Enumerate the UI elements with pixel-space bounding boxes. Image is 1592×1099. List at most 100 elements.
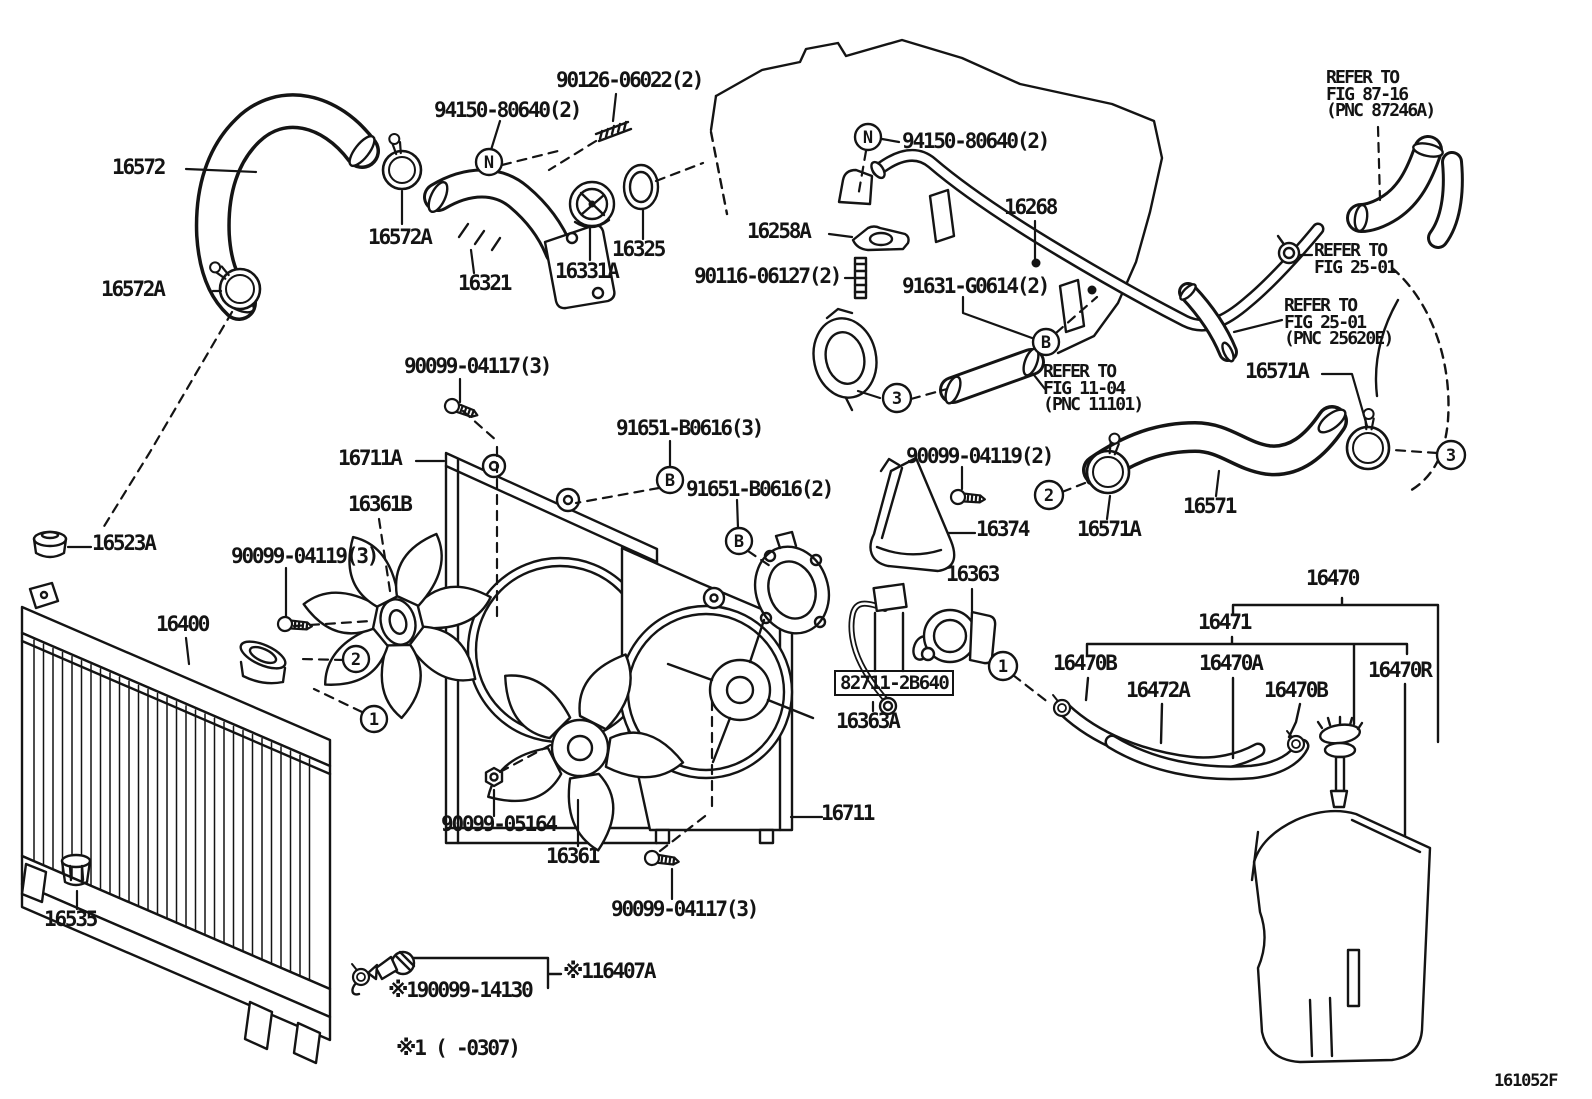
thermostat-16331a xyxy=(568,180,616,229)
engine-outline xyxy=(709,38,1450,494)
part-label-16325: 16325 xyxy=(612,237,666,261)
part-label-16374: 16374 xyxy=(976,517,1030,541)
svg-text:N: N xyxy=(863,128,873,148)
part-label-90116: 90116-06127(2) xyxy=(694,264,842,288)
motor-lead-wire-82711 xyxy=(848,582,908,716)
svg-text:3: 3 xyxy=(892,389,902,409)
svg-text:2: 2 xyxy=(1044,486,1054,506)
refer-note-fig-11-04: REFER TO FIG 11-04 (PNC 11101) xyxy=(1043,361,1144,415)
part-label-16572: 16572 xyxy=(112,155,166,179)
nut-90099-05164 xyxy=(484,766,504,788)
svg-text:B: B xyxy=(1041,333,1051,353)
part-label-94150-right: 94150-80640(2) xyxy=(902,129,1050,153)
svg-text:1: 1 xyxy=(998,657,1008,677)
part-label-16363: 16363 xyxy=(946,562,1000,586)
callout-3a: 3 xyxy=(881,382,913,414)
diagram-code: 161052F xyxy=(1494,1071,1558,1091)
callout-3b: 3 xyxy=(1435,439,1467,471)
part-label-16361b: 16361B xyxy=(348,492,413,516)
part-label-90099-04117-top: 90099-04117(3) xyxy=(404,354,552,378)
part-label-16471: 16471 xyxy=(1198,610,1252,634)
part-label-82711-boxed: 82711-2B640 xyxy=(834,670,955,696)
water-pump xyxy=(753,530,831,635)
part-label-16470b-left: 16470B xyxy=(1053,651,1118,675)
leader-lines xyxy=(66,92,1369,911)
part-label-16268: 16268 xyxy=(1004,195,1058,219)
part-label-16470a: 16470A xyxy=(1199,651,1264,675)
part-label-91651-3: 91651-B0616(3) xyxy=(616,416,764,440)
svg-text:1: 1 xyxy=(369,710,379,730)
hose-clamps xyxy=(209,133,1391,495)
part-label-16711a: 16711A xyxy=(338,446,403,470)
fan-shroud-funnel-16374 xyxy=(869,456,956,573)
radiator-cap-16523a xyxy=(32,530,68,559)
callout-2a: 2 xyxy=(341,644,371,674)
dashed-lines xyxy=(101,125,1439,853)
heater-hose-refer-87-16 xyxy=(1346,135,1464,249)
refer-note-fig-87-16: REFER TO FIG 87-16 (PNC 87246A) xyxy=(1326,67,1436,121)
stud-90116 xyxy=(853,256,868,300)
part-label-16470r: 16470R xyxy=(1368,658,1433,682)
callout-1a: 1 xyxy=(359,704,389,734)
part-label-16472a: 16472A xyxy=(1126,678,1191,702)
footnote-applicability: ※1 ( -0307) xyxy=(396,1036,521,1060)
svg-text:B: B xyxy=(665,471,675,491)
part-label-16571a-upper: 16571A xyxy=(1245,359,1310,383)
fan-hubs xyxy=(379,598,610,778)
part-label-16400: 16400 xyxy=(156,612,210,636)
part-label-90099-14130: ※190099-14130 xyxy=(388,978,534,1002)
callout-2b: 2 xyxy=(1033,479,1065,511)
refer-note-fig-25-01: REFER TO FIG 25-01 xyxy=(1314,240,1397,278)
reserve-tank-16470 xyxy=(1057,596,1440,1064)
callout-b1: B xyxy=(1031,327,1061,357)
svg-text:2: 2 xyxy=(351,650,361,670)
svg-text:3: 3 xyxy=(1446,446,1456,466)
callout-b3: B xyxy=(724,526,754,556)
callout-1b: 1 xyxy=(987,650,1019,682)
radiator-16400 xyxy=(20,581,332,1065)
part-label-90099-04119-3: 90099-04119(3) xyxy=(231,544,379,568)
drain-cock-16407a xyxy=(351,950,563,996)
part-label-16572a-upper: 16572A xyxy=(368,225,433,249)
part-label-16572a-lower: 16572A xyxy=(101,277,166,301)
fan-motor-16363 xyxy=(912,608,997,665)
part-label-16407a: ※116407A xyxy=(563,959,657,983)
part-label-90099-05164: 90099-05164 xyxy=(441,812,558,836)
hose-refer-25-01 xyxy=(1178,282,1238,363)
callout-circles: N N B B B 3 3 2 2 1 1 xyxy=(341,122,1467,734)
part-label-16258a: 16258A xyxy=(747,219,812,243)
part-label-91631: 91631-G0614(2) xyxy=(902,274,1050,298)
part-label-16535: 16535 xyxy=(44,907,98,931)
drain-plug-16535 xyxy=(60,853,92,887)
part-label-90099-04119-2: 90099-04119(2) xyxy=(906,444,1054,468)
callout-n2: N xyxy=(853,122,883,152)
gasket-16258a xyxy=(851,225,910,252)
callout-n1: N xyxy=(474,147,504,177)
part-label-90099-04117-bottom: 90099-04117(3) xyxy=(611,897,759,921)
part-label-16711: 16711 xyxy=(821,801,875,825)
svg-text:N: N xyxy=(484,153,494,173)
part-label-16321: 16321 xyxy=(458,271,512,295)
part-label-91651-2: 91651-B0616(2) xyxy=(686,477,834,501)
bypass-pipe-16268 xyxy=(837,148,1325,334)
part-label-16363a: 16363A xyxy=(836,709,901,733)
part-label-16470: 16470 xyxy=(1306,566,1360,590)
part-label-16523a: 16523A xyxy=(92,531,157,555)
water-inlet xyxy=(812,307,1045,412)
callout-b2: B xyxy=(655,465,685,495)
part-label-16361: 16361 xyxy=(546,844,600,868)
stud-90126 xyxy=(594,120,633,143)
part-label-16331a: 16331A xyxy=(555,259,620,283)
gasket-16325 xyxy=(622,163,660,211)
part-label-16470b-right: 16470B xyxy=(1264,678,1329,702)
part-label-90126: 90126-06022(2) xyxy=(556,68,704,92)
part-label-16571a-lower: 16571A xyxy=(1077,517,1142,541)
part-label-94150-left: 94150-80640(2) xyxy=(434,98,582,122)
clamp-refer-25-01 xyxy=(1276,234,1301,265)
clamp-rings xyxy=(351,694,1306,987)
svg-text:B: B xyxy=(734,532,744,552)
refer-note-fig-25-01-pnc: REFER TO FIG 25-01 (PNC 25620E) xyxy=(1284,295,1394,349)
cooling-fans xyxy=(302,532,685,852)
bolts xyxy=(276,397,986,867)
